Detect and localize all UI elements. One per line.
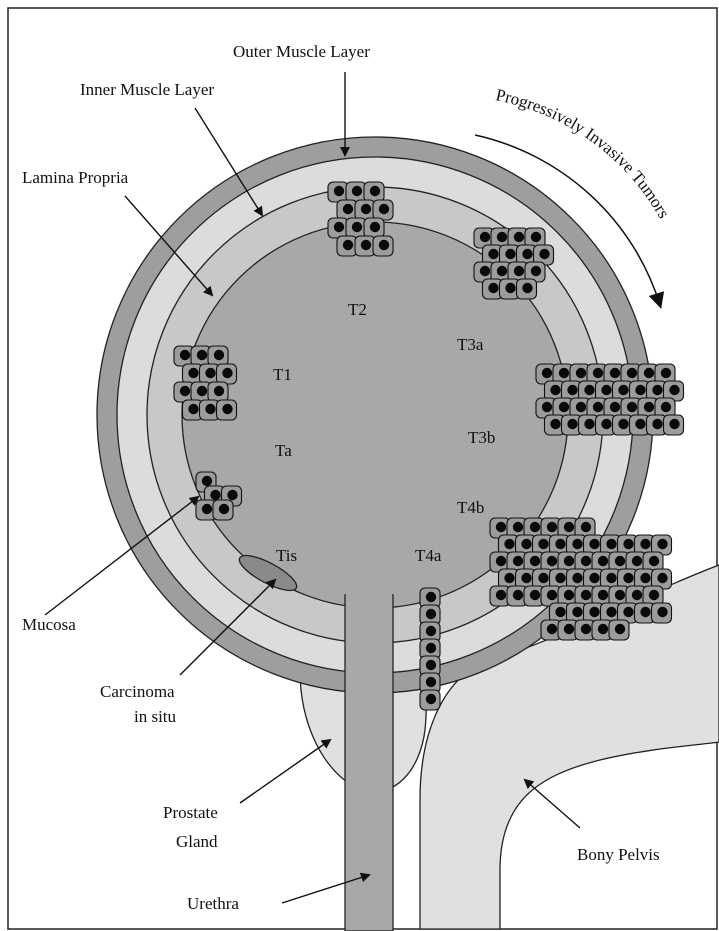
stage-t1: T1 [273, 365, 292, 384]
label-bony-pelvis: Bony Pelvis [577, 845, 660, 864]
cluster-t3b [536, 364, 684, 435]
stage-ta: Ta [275, 441, 292, 460]
stage-t4b: T4b [457, 498, 484, 517]
tumor-cell [346, 218, 366, 238]
arrow-bony-pelvis [525, 780, 580, 828]
stage-t3a: T3a [457, 335, 484, 354]
label-lamina-propria: Lamina Propria [22, 168, 129, 187]
tumor-cell [208, 382, 228, 402]
tumor-cell [337, 236, 357, 256]
tumor-cell [652, 603, 672, 623]
cluster-t1 [174, 346, 237, 420]
tumor-cell [337, 200, 357, 220]
tumor-cell [373, 236, 393, 256]
tumor-cell [355, 200, 375, 220]
tumor-cell [208, 346, 228, 366]
tumor-cell [664, 415, 684, 435]
tumor-cell [609, 620, 629, 640]
label-inner-muscle: Inner Muscle Layer [80, 80, 214, 99]
tumor-cell [217, 364, 237, 384]
tumor-cell [213, 500, 233, 520]
label-mucosa: Mucosa [22, 615, 76, 634]
label-prostate-2: Gland [176, 832, 218, 851]
tumor-cell [328, 182, 348, 202]
label-carcinoma-1: Carcinoma [100, 682, 175, 701]
arrow-prostate [240, 740, 330, 803]
tumor-cell [355, 236, 375, 256]
stage-tis: Tis [276, 546, 297, 565]
label-urethra: Urethra [187, 894, 239, 913]
stage-t4a: T4a [415, 546, 442, 565]
label-carcinoma-2: in situ [134, 707, 177, 726]
tumor-cell [217, 400, 237, 420]
label-outer-muscle: Outer Muscle Layer [233, 42, 370, 61]
tumor-cell [373, 200, 393, 220]
tumor-cell [364, 182, 384, 202]
tumor-cell [328, 218, 348, 238]
tumor-cell [364, 218, 384, 238]
cluster-t4a [420, 588, 440, 710]
label-prostate-1: Prostate [163, 803, 218, 822]
cluster-t2 [328, 182, 393, 256]
urethra-joint [346, 588, 392, 600]
stage-t3b: T3b [468, 428, 495, 447]
tumor-cell [517, 279, 537, 299]
tumor-cell [346, 182, 366, 202]
tumor-cell [420, 690, 440, 710]
stage-t2: T2 [348, 300, 367, 319]
